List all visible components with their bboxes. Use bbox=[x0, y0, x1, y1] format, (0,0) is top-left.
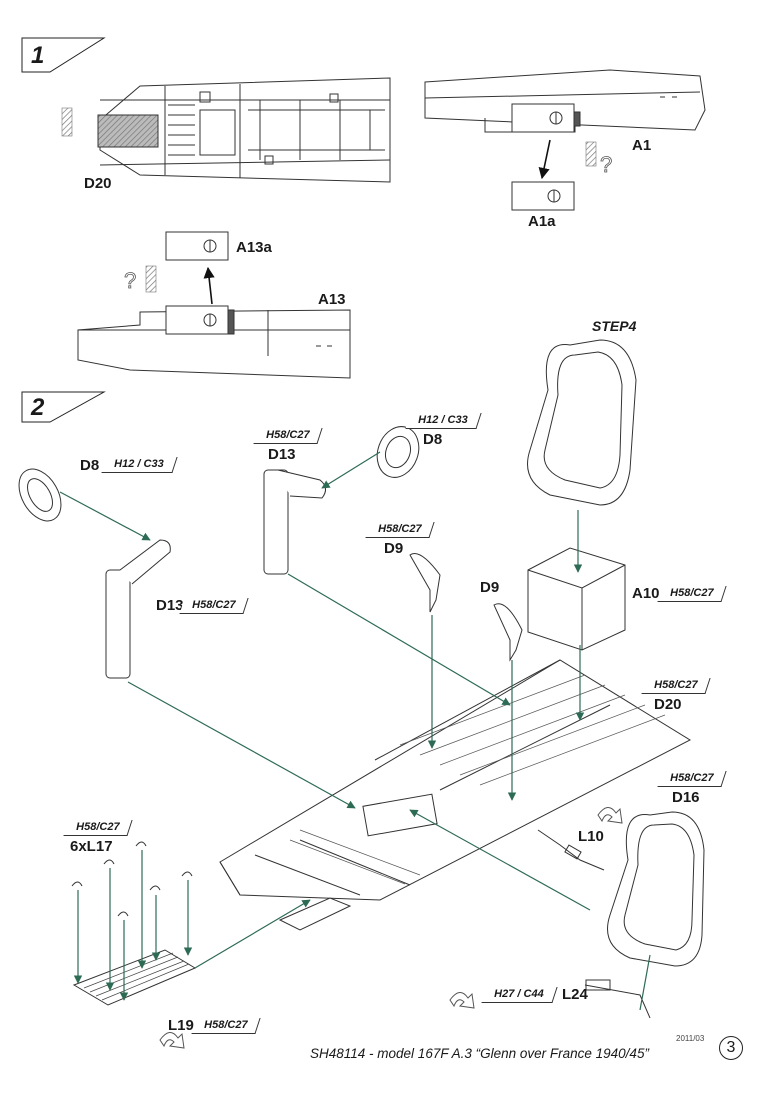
label-d8-right: D8 bbox=[423, 431, 443, 448]
label-d9-right: D9 bbox=[480, 579, 500, 596]
strap-l24 bbox=[584, 979, 651, 1019]
label-l10: L10 bbox=[578, 828, 604, 845]
wheel-d8-left bbox=[18, 468, 62, 522]
seat-step4 bbox=[527, 339, 637, 506]
floor-panel-lines bbox=[289, 674, 666, 885]
step4-reference: STEP4 bbox=[592, 318, 637, 334]
assembly-arrows bbox=[59, 451, 651, 1011]
label-d20: D20 bbox=[654, 696, 682, 713]
stick-d9-right bbox=[493, 603, 523, 662]
page-number: 3 bbox=[719, 1036, 743, 1060]
paint-d8-right: H12 / C33 bbox=[405, 413, 482, 429]
block-a10 bbox=[527, 547, 626, 651]
question-mark-icon: ? bbox=[600, 152, 613, 178]
fuselage-floor-top-view bbox=[97, 77, 391, 183]
question-mark-icon-a13: ? bbox=[124, 268, 137, 294]
a1-hatch-marker bbox=[585, 141, 597, 167]
cockpit-floor-d20 bbox=[219, 659, 692, 901]
paint-a10: H58/C27 bbox=[657, 586, 728, 602]
d20-hatch-marker bbox=[61, 107, 73, 137]
paint-d16: H58/C27 bbox=[657, 771, 728, 787]
column-d13-left bbox=[105, 539, 171, 679]
label-d20-top: D20 bbox=[84, 175, 112, 192]
label-a13: A13 bbox=[318, 291, 346, 308]
fuselage-a1-side-view bbox=[424, 69, 706, 133]
part-a13a bbox=[165, 231, 229, 261]
label-l24: L24 bbox=[562, 986, 588, 1003]
fuselage-a13-side-view bbox=[77, 305, 351, 379]
column-d13-right bbox=[263, 469, 326, 575]
label-a10: A10 bbox=[632, 585, 660, 602]
footer-title: SH48114 - model 167F A.3 “Glenn over Fra… bbox=[310, 1046, 649, 1061]
label-l19: L19 bbox=[168, 1017, 194, 1034]
arrow-a13-to-a13a bbox=[203, 266, 215, 305]
arrow-a1-to-a1a bbox=[538, 139, 551, 180]
footer-date: 2011/03 bbox=[676, 1034, 705, 1043]
label-d8-left: D8 bbox=[80, 457, 100, 474]
paint-d8-left: H12 / C33 bbox=[101, 457, 178, 473]
step1-flag bbox=[21, 37, 106, 73]
pedal-grid-l19 bbox=[72, 949, 197, 1006]
paint-l24: H27 / C44 bbox=[481, 987, 558, 1003]
step2-number: 2 bbox=[31, 394, 45, 421]
label-a1a: A1a bbox=[528, 213, 556, 230]
paint-d9-left: H58/C27 bbox=[365, 522, 436, 538]
svg-text:?: ? bbox=[124, 268, 136, 293]
part-a1a bbox=[511, 181, 575, 211]
wheel-d8-right bbox=[376, 426, 420, 478]
label-d13-left: D13 bbox=[156, 597, 184, 614]
step1-number: 1 bbox=[31, 42, 45, 69]
paint-l19: H58/C27 bbox=[191, 1018, 262, 1034]
svg-text:?: ? bbox=[600, 152, 612, 177]
strap-l10 bbox=[537, 829, 605, 871]
paint-d13-right: H58/C27 bbox=[253, 428, 324, 444]
seat-d16 bbox=[607, 811, 705, 967]
foot-rest-l19-plate bbox=[278, 897, 352, 931]
rotate-arrow-icon bbox=[159, 807, 623, 1049]
paint-d20: H58/C27 bbox=[641, 678, 712, 694]
a13-hatch-marker bbox=[145, 265, 157, 293]
label-d9-left: D9 bbox=[384, 540, 404, 557]
step2-flag bbox=[21, 391, 106, 423]
paint-d13-left: H58/C27 bbox=[179, 598, 250, 614]
label-d13-right: D13 bbox=[268, 446, 296, 463]
label-a13a: A13a bbox=[236, 239, 272, 256]
label-a1: A1 bbox=[632, 137, 652, 154]
stick-d9-left bbox=[409, 553, 441, 613]
label-l17: 6xL17 bbox=[70, 838, 113, 855]
label-d16: D16 bbox=[672, 789, 700, 806]
paint-l17: H58/C27 bbox=[63, 820, 134, 836]
pedal-parts-l17 bbox=[71, 841, 193, 917]
